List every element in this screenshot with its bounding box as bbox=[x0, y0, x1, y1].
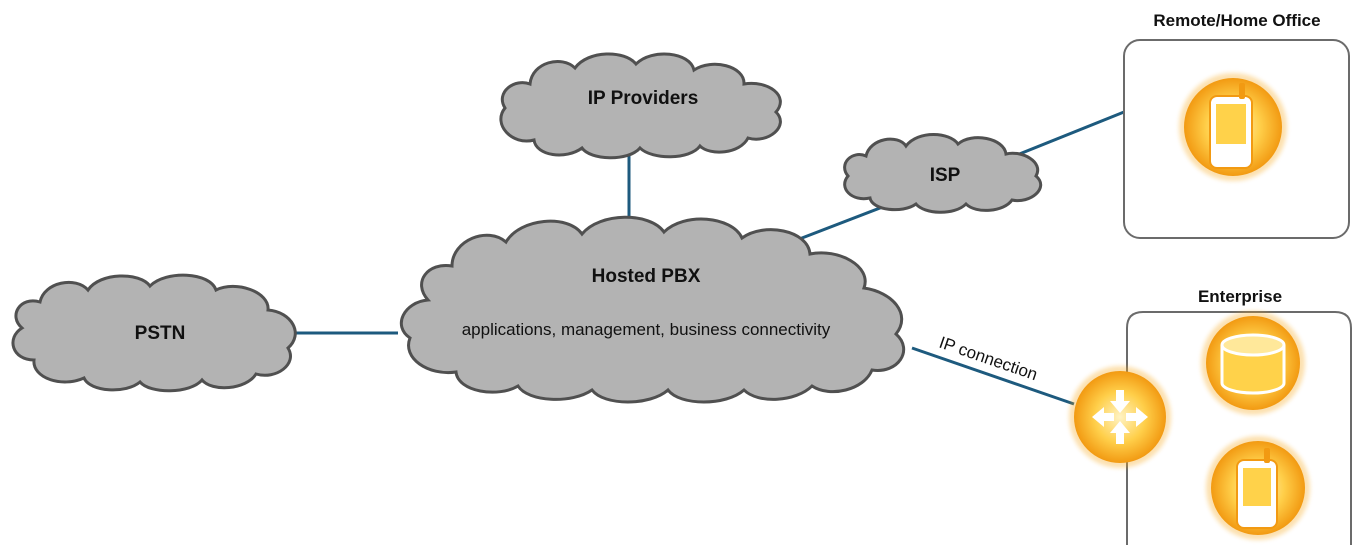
cloud-isp: ISP bbox=[843, 133, 1043, 214]
enterprise-title: Enterprise bbox=[1198, 287, 1282, 306]
cloud-ip-providers-label: IP Providers bbox=[588, 88, 699, 109]
cloud-isp-label: ISP bbox=[930, 165, 961, 186]
cloud-hosted-pbx: Hosted PBX applications, management, bus… bbox=[399, 215, 906, 404]
cloud-pstn: PSTN bbox=[11, 273, 297, 393]
cloud-hosted-pbx-label: Hosted PBX bbox=[592, 266, 701, 287]
router-icon bbox=[1069, 366, 1171, 468]
link-isp-remote-office bbox=[1011, 110, 1125, 159]
remote-office-title: Remote/Home Office bbox=[1153, 11, 1320, 30]
ip-connection-label: IP connection bbox=[937, 333, 1040, 384]
mobile-phone-icon-enterprise bbox=[1206, 436, 1310, 540]
cloud-ip-providers: IP Providers bbox=[499, 52, 782, 160]
database-icon bbox=[1201, 311, 1305, 415]
cloud-hosted-pbx-sublabel: applications, management, business conne… bbox=[462, 320, 831, 339]
mobile-phone-icon bbox=[1179, 73, 1287, 181]
cloud-pstn-label: PSTN bbox=[135, 323, 186, 344]
link-pbx-router bbox=[911, 346, 1075, 406]
